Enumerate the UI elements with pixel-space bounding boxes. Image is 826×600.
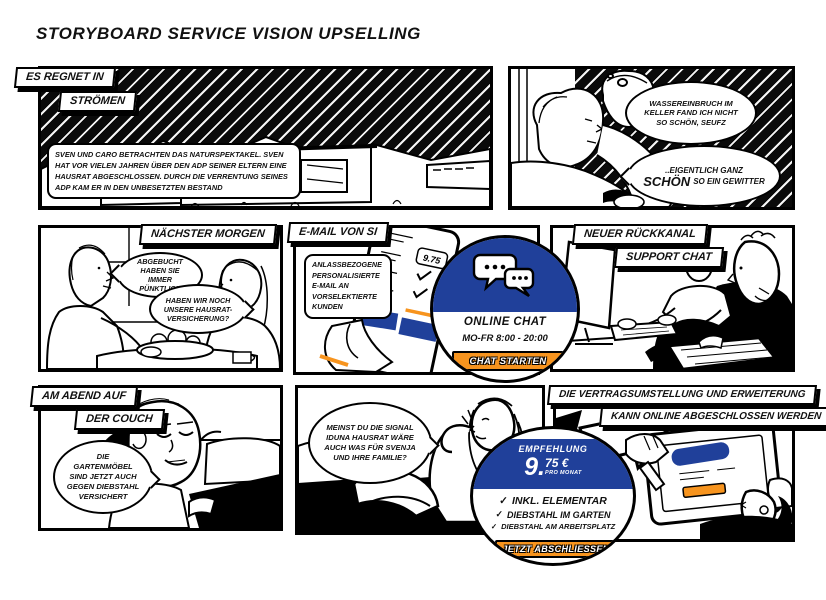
check-icon: ✓ bbox=[490, 522, 498, 531]
speech-line2: SO EIN GEWITTER bbox=[693, 177, 765, 186]
panel3-label: NÄCHSTER MORGEN bbox=[139, 224, 278, 245]
thought-dot bbox=[617, 78, 628, 87]
panel-breakfast: NÄCHSTER MORGEN ABGEBUCHT HABEN SIE IMME… bbox=[38, 224, 283, 372]
speech-emphasis: SCHÖN bbox=[643, 174, 691, 189]
bubble-text: ABGEBUCHT HABEN SIE IMMER PÜNKTLICH bbox=[137, 257, 183, 293]
bubble-text: DIE GARTENMÖBEL SIND JETZT AUCH GEGEN DI… bbox=[66, 452, 140, 501]
feature-label: INKL. ELEMENTAR bbox=[511, 495, 607, 507]
chat-badge-header bbox=[433, 238, 577, 312]
empfehlung-badge: EMPFEHLUNG 9. 75 € PRO MONAT ✓ INKL. ELE… bbox=[470, 426, 636, 566]
speech-bubble-gartenmoebel: DIE GARTENMÖBEL SIND JETZT AUCH GEGEN DI… bbox=[53, 440, 161, 514]
panel1-caption: SVEN UND CARO BETRACHTEN DAS NATURSPEKTA… bbox=[47, 143, 301, 199]
page-title: STORYBOARD SERVICE VISION UPSELLING bbox=[36, 24, 421, 43]
bubble-text: HABEN WIR NOCH UNSERE HAUSRAT-VERSICHERU… bbox=[163, 295, 233, 323]
speech-line1: ..EIGENTLICH GANZ bbox=[665, 166, 743, 175]
feature-label: DIEBSTAHL IM GARTEN bbox=[507, 509, 611, 520]
panel-rain-house: ES REGNET IN STRÖMEN SVEN UND CARO BETRA… bbox=[13, 66, 493, 210]
check-icon: ✓ bbox=[499, 495, 508, 507]
thought-text: WASSEREINBRUCH IM KELLER FAND ICH NICHT … bbox=[644, 98, 738, 127]
price-cents: 75 € bbox=[545, 456, 569, 470]
offer-badge-title: EMPFEHLUNG bbox=[518, 444, 588, 454]
offer-badge-header: EMPFEHLUNG 9. 75 € PRO MONAT bbox=[473, 439, 633, 489]
chat-badge-title: ONLINE CHAT bbox=[463, 316, 547, 328]
thought-bubble-wassereinbruch: WASSEREINBRUCH IM KELLER FAND ICH NICHT … bbox=[625, 81, 757, 145]
thought-dot bbox=[607, 73, 614, 79]
chat-starten-button[interactable]: CHAT STARTEN bbox=[452, 351, 564, 371]
panel-support-chat: NEUER RÜCKKANAL SUPPORT CHAT bbox=[550, 224, 795, 372]
speech-bubble-hausrat-frage: HABEN WIR NOCH UNSERE HAUSRAT-VERSICHERU… bbox=[149, 284, 255, 334]
panel1-label-line1: ES REGNET IN bbox=[13, 67, 116, 88]
speech-bubble-empfehlung-frage: MEINST DU DIE SIGNAL IDUNA HAUSRAT WÄRE … bbox=[308, 402, 440, 484]
price-period: PRO MONAT bbox=[545, 470, 582, 476]
panel8-label-line2: KANN ONLINE ABGESCHLOSSEN WERDEN bbox=[598, 407, 826, 427]
breakfast-illustration bbox=[41, 228, 280, 369]
panel-couch-sven: AM ABEND AUF DER COUCH DIE GARTENMÖBEL S… bbox=[29, 385, 283, 531]
bubble-text: MEINST DU DIE SIGNAL IDUNA HAUSRAT WÄRE … bbox=[324, 423, 416, 462]
panel6-label-line2: DER COUCH bbox=[73, 409, 165, 430]
panel4-label: E-MAIL VON SI bbox=[286, 222, 390, 243]
price-main: 9. bbox=[524, 453, 546, 481]
offer-feature-list: ✓ INKL. ELEMENTAR ✓ DIEBSTAHL IM GARTEN … bbox=[473, 495, 633, 531]
check-icon: ✓ bbox=[495, 509, 504, 519]
offer-feature: ✓ DIEBSTAHL AM ARBEITSPLATZ bbox=[491, 522, 615, 531]
jetzt-abschliessen-button[interactable]: JETZT ABSCHLIESSEN bbox=[495, 540, 617, 558]
offer-feature: ✓ INKL. ELEMENTAR bbox=[499, 495, 607, 507]
panel8-label-line1: DIE VERTRAGSUMSTELLUNG UND ERWEITERUNG bbox=[546, 385, 818, 405]
panel5-label-line2: SUPPORT CHAT bbox=[613, 247, 724, 268]
panel4-caption: ANLASSBEZOGENE PERSONALISIERTE E-MAIL AN… bbox=[304, 254, 392, 319]
panel6-label-line1: AM ABEND AUF bbox=[29, 386, 139, 407]
offer-feature: ✓ DIEBSTAHL IM GARTEN bbox=[495, 509, 610, 520]
chat-bubbles-icon bbox=[472, 253, 535, 298]
panel-couple-window: WASSEREINBRUCH IM KELLER FAND ICH NICHT … bbox=[508, 66, 795, 210]
speech-line2-row: SCHÖN SO EIN GEWITTER bbox=[643, 174, 765, 189]
offer-price: 9. 75 € PRO MONAT bbox=[473, 455, 633, 480]
speech-bubble-gewitter: ..EIGENTLICH GANZ SCHÖN SO EIN GEWITTER bbox=[619, 145, 781, 207]
chat-badge-hours: MO-FR 8:00 - 20:00 bbox=[462, 333, 548, 344]
online-chat-badge: ONLINE CHAT MO-FR 8:00 - 20:00 CHAT STAR… bbox=[430, 235, 580, 383]
panel1-label-line2: STRÖMEN bbox=[57, 91, 138, 112]
panel5-label-line1: NEUER RÜCKKANAL bbox=[571, 224, 708, 245]
feature-label: DIEBSTAHL AM ARBEITSPLATZ bbox=[501, 522, 616, 531]
